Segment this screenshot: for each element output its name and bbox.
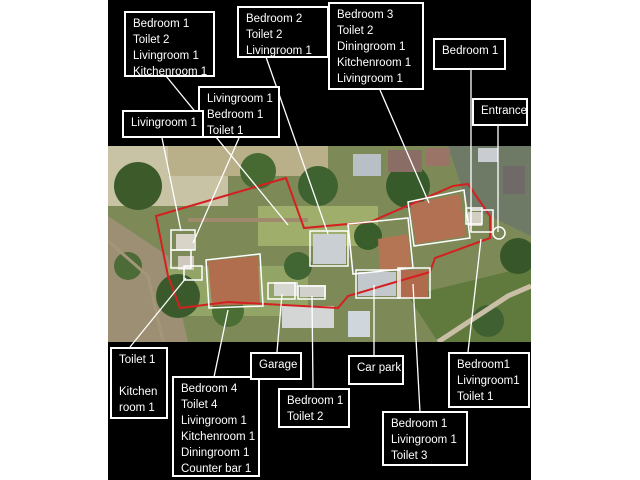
label-house-g: Toilet 1 Kitchen room 1 [110,347,168,419]
label-line: Bedroom 3 [337,9,394,21]
leader-line [412,283,421,413]
label-line: Livingroom1 [457,375,520,387]
label-line: Toilet 2 [246,29,283,41]
leader-line [379,89,430,204]
label-line: Kitchenroom 1 [337,57,412,69]
label-entrance: Entrance [472,98,528,126]
label-line: Toilet 2 [287,411,324,423]
label-house-i: Bedroom 1 Toilet 2 [278,388,350,428]
aerial-photo [108,146,531,342]
label-house-a: Bedroom 1 Toilet 2 Livingroom 1 Kitchenroom… [124,11,215,78]
label-house-h: Bedroom 4 Toilet 4 Livingroom 1 Kitchenroom… [172,376,260,477]
label-line: Bedroom 1 [207,109,264,121]
label-line: Diningroom 1 [181,447,250,459]
label-line: Livingroom 1 [207,93,273,105]
leader-line [129,277,187,348]
label-line: Entrance [481,105,528,117]
label-line: Car park [357,362,402,374]
leader-line [265,56,329,235]
label-line: room 1 [119,402,155,414]
label-line: Kitchenroom 1 [181,431,256,443]
label-line: Livingroom 1 [246,45,312,57]
label-line: Toilet 1 [207,125,244,137]
label-line: Bedroom 2 [246,13,303,25]
label-line: Bedroom 4 [181,383,238,395]
leader-line [276,293,283,353]
leader-line [165,75,289,226]
label-line: Kitchen [119,386,158,398]
label-line: Toilet 4 [181,399,218,411]
label-house-k: Bedroom 1 Livingroom 1 Toilet 3 [382,411,468,466]
label-line: Livingroom 1 [181,415,247,427]
label-line: Bedroom1 [457,359,511,371]
label-line: Livingroom 1 [391,434,457,446]
label-line: Bedroom 1 [391,418,448,430]
label-line: Toilet 1 [119,354,156,366]
leader-line [192,137,240,244]
label-house-f: Livingroom 1 [122,110,204,138]
label-house-c: Bedroom 3 Toilet 2 Diningroom 1 Kitchenroom… [328,2,424,90]
label-line: Bedroom 1 [287,395,344,407]
label-line: Bedroom 1 [133,18,190,30]
label-line: Toilet 3 [391,450,428,462]
label-house-e: Livingroom 1 Bedroom 1 Toilet 1 [198,86,280,138]
label-house-d: Bedroom 1 [433,38,506,70]
label-car-park: Car park [348,355,404,385]
leader-line [311,295,314,389]
leader-line [161,137,182,232]
leader-line [213,309,229,378]
label-line: Bedroom 1 [442,45,499,57]
label-line [119,368,159,384]
label-line: Garage [259,359,298,371]
label-line: Toilet 1 [457,391,494,403]
label-line: Counter bar 1 [181,463,252,475]
label-line: Livingroom 1 [131,117,197,129]
label-line: Toilet 2 [337,25,374,37]
label-line: Livingroom 1 [337,73,403,85]
label-garage: Garage [250,352,302,380]
label-house-b: Bedroom 2 Toilet 2 Livingroom 1 [237,6,329,58]
label-line: Diningroom 1 [337,41,406,53]
label-line: Livingroom 1 [133,50,199,62]
label-line: Toilet 2 [133,34,170,46]
leader-line [467,238,482,353]
label-line: Kitchenroom 1 [133,66,208,78]
